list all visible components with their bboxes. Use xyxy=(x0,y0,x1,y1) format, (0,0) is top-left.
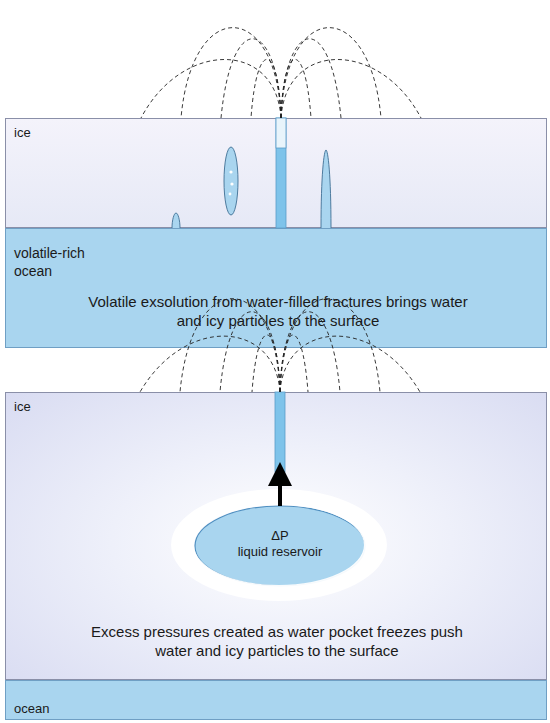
plume-arc xyxy=(141,60,281,119)
ice-shell: iceExcess pressures created as water poc… xyxy=(5,392,547,680)
plume-arc xyxy=(221,39,281,118)
plume-arc xyxy=(281,60,421,119)
ice-layer: ice xyxy=(5,118,547,228)
pressure-label: ΔP xyxy=(190,528,370,544)
liquid-reservoir: ΔPliquid reservoir xyxy=(190,498,370,594)
plume-arc xyxy=(281,59,311,118)
plume-arc xyxy=(181,28,281,118)
plume-arc xyxy=(251,59,281,118)
plume-trajectories xyxy=(141,28,421,118)
layer-label: ocean xyxy=(14,701,94,717)
layer-label: volatile-rich ocean xyxy=(14,245,109,280)
reservoir-label: liquid reservoir xyxy=(190,544,370,560)
layer-label: ice xyxy=(14,125,74,141)
plume-arc xyxy=(281,28,381,118)
caption: Excess pressures created as water pocket… xyxy=(76,623,478,661)
caption: Volatile exsolution from water-filled fr… xyxy=(78,293,478,331)
plume-arc xyxy=(281,39,341,118)
ocean-layer: ocean xyxy=(5,680,547,720)
ocean-layer: volatile-rich oceanVolatile exsolution f… xyxy=(5,228,547,348)
layer-label: ice xyxy=(14,399,74,415)
